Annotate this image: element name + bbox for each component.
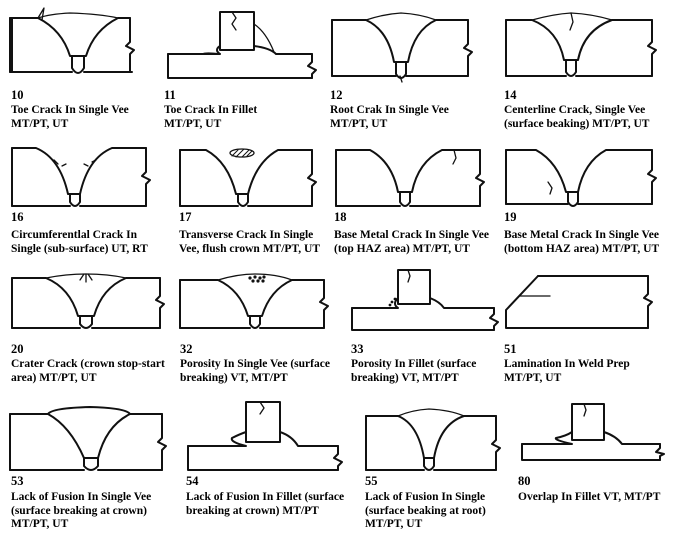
lack-of-fusion-fillet-drawing xyxy=(187,401,343,471)
caption-line: Toe Crack In Single Vee xyxy=(11,104,129,116)
diagram-number: 55 xyxy=(365,474,378,488)
diagram-number: 12 xyxy=(330,88,343,102)
base-metal-crack-bottom-haz-drawing xyxy=(505,149,657,207)
diagram-55: 55 Lack of Fusion In Single (surface bea… xyxy=(360,400,510,544)
diagram-54: 54 Lack of Fusion In Fillet (surface bre… xyxy=(184,400,354,544)
diagram-caption: Toe Crack In Single Vee MT/PT, UT xyxy=(11,104,129,131)
caption-line: (top HAZ area) MT/PT, UT xyxy=(334,242,470,255)
porosity-fillet-drawing xyxy=(351,269,499,331)
caption-line: Overlap In Fillet VT, MT/PT xyxy=(518,491,661,503)
caption-line: Lack of Fusion In Single xyxy=(365,491,486,503)
caption-line: Toe Crack In Fillet xyxy=(164,104,258,116)
diagram-number: 53 xyxy=(11,474,24,488)
caption-line: (bottom HAZ area) MT/PT, UT xyxy=(504,242,660,255)
lamination-weld-prep-drawing xyxy=(505,275,653,329)
lack-of-fusion-root-drawing xyxy=(365,408,501,471)
diagram-number: 16 xyxy=(11,210,24,224)
caption-line: area) MT/PT, UT xyxy=(11,371,97,384)
caption-line: Root Crak In Single Vee xyxy=(330,104,449,116)
caption-line: Single (sub-surface) UT, RT xyxy=(11,242,148,255)
caption-line: Lack of Fusion In Single Vee xyxy=(11,491,152,503)
crater-crack-drawing xyxy=(11,273,165,329)
caption-line: Centerline Crack, Single Vee xyxy=(504,104,646,116)
caption-line: breaking) VT, MT/PT xyxy=(351,371,459,384)
caption-line: MT/PT, UT xyxy=(164,117,222,130)
diagram-number: 18 xyxy=(334,210,347,224)
caption-line: Porosity In Fillet (surface xyxy=(351,358,477,370)
diagram-caption: Porosity In Fillet (surface breaking) VT… xyxy=(351,358,476,385)
diagram-number: 32 xyxy=(180,342,193,356)
circumferential-crack-drawing xyxy=(11,147,151,207)
diagram-caption: Lack of Fusion In Single (surface beakin… xyxy=(365,491,486,532)
diagram-caption: Circumferentlal Crack In Single (sub-sur… xyxy=(11,229,148,256)
toe-crack-fillet-drawing xyxy=(167,11,317,79)
diagram-caption: Crater Crack (crown stop-start area) MT/… xyxy=(11,358,165,385)
caption-line: Circumferentlal Crack In xyxy=(11,229,138,241)
caption-line: Lamination In Weld Prep xyxy=(504,358,630,370)
diagram-caption: Lack of Fusion In Single Vee (surface br… xyxy=(11,491,151,532)
diagram-caption: Root Crak In Single Vee MT/PT, UT xyxy=(330,104,449,131)
diagram-19: 19 Base Metal Crack In Single Vee (botto… xyxy=(502,140,673,270)
diagram-number: 51 xyxy=(504,342,517,356)
diagram-number: 14 xyxy=(504,88,517,102)
caption-line: Porosity In Single Vee (surface xyxy=(180,358,330,370)
caption-line: MT/PT, UT xyxy=(11,117,69,130)
diagram-11: 11 Toe Crack In Fillet MT/PT, UT xyxy=(162,0,330,138)
base-metal-crack-top-haz-drawing xyxy=(335,149,485,207)
diagram-33: 33 Porosity In Fillet (surface breaking)… xyxy=(344,262,504,400)
diagram-number: 10 xyxy=(11,88,24,102)
caption-line: Transverse Crack In Single xyxy=(179,229,314,241)
diagram-caption: Lamination In Weld Prep MT/PT, UT xyxy=(504,358,630,385)
diagram-10: 10 Toe Crack In Single Vee MT/PT, UT xyxy=(0,0,168,138)
caption-line: breaking) VT, MT/PT xyxy=(180,371,288,384)
caption-line: MT/PT, UT xyxy=(504,371,562,384)
caption-line: Base Metal Crack In Single Vee xyxy=(504,229,659,241)
diagram-18: 18 Base Metal Crack In Single Vee (top H… xyxy=(330,140,500,270)
diagram-80: 80 Overlap In Fillet VT, MT/PT xyxy=(514,400,673,544)
diagram-caption: Overlap In Fillet VT, MT/PT xyxy=(518,491,660,505)
transverse-crack-drawing xyxy=(179,148,317,207)
caption-line: MT/PT, UT xyxy=(330,117,388,130)
diagram-caption: Base Metal Crack In Single Vee (top HAZ … xyxy=(334,229,489,256)
diagram-12: 12 Root Crak In Single Vee MT/PT, UT xyxy=(328,0,496,138)
diagram-16: 16 Circumferentlal Crack In Single (sub-… xyxy=(0,140,168,270)
caption-line: MT/PT, UT xyxy=(11,518,69,530)
root-crack-single-vee-drawing xyxy=(331,12,473,83)
diagram-number: 33 xyxy=(351,342,364,356)
diagram-caption: Centerline Crack, Single Vee (surface be… xyxy=(504,104,649,131)
toe-crack-single-vee-drawing xyxy=(9,7,135,74)
overlap-fillet-drawing xyxy=(521,403,665,461)
diagram-caption: Transverse Crack In Single Vee, flush cr… xyxy=(179,229,320,256)
diagram-number: 17 xyxy=(179,210,192,224)
caption-line: Base Metal Crack In Single Vee xyxy=(334,229,489,241)
caption-line: (surface beaking) MT/PT, UT xyxy=(504,117,650,130)
caption-line: (surface breaking at crown) xyxy=(11,504,147,517)
caption-line: (surface beaking at root) xyxy=(365,504,486,517)
caption-line: MT/PT, UT xyxy=(365,518,423,530)
caption-line: Vee, flush crown MT/PT, UT xyxy=(179,242,320,255)
diagram-caption: Lack of Fusion In Fillet (surface breaki… xyxy=(186,491,344,518)
diagram-number: 19 xyxy=(504,210,517,224)
caption-line: breaking at crown) MT/PT xyxy=(186,504,319,517)
lack-of-fusion-single-vee-drawing xyxy=(9,406,167,471)
centerline-crack-single-vee-drawing xyxy=(505,12,657,77)
diagram-51: 51 Lamination In Weld Prep MT/PT, UT xyxy=(502,270,673,400)
caption-line: Lack of Fusion In Fillet (surface xyxy=(186,491,345,503)
diagram-caption: Porosity In Single Vee (surface breaking… xyxy=(180,358,330,385)
diagram-number: 54 xyxy=(186,474,199,488)
diagram-14: 14 Centerline Crack, Single Vee (surface… xyxy=(502,0,673,138)
diagram-number: 11 xyxy=(164,88,176,102)
porosity-single-vee-drawing xyxy=(179,273,329,329)
diagram-number: 80 xyxy=(518,474,531,488)
diagram-caption: Base Metal Crack In Single Vee (bottom H… xyxy=(504,229,659,256)
diagram-number: 20 xyxy=(11,342,24,356)
diagram-53: 53 Lack of Fusion In Single Vee (surface… xyxy=(0,400,178,544)
diagram-caption: Toe Crack In Fillet MT/PT, UT xyxy=(164,104,257,131)
diagram-20: 20 Crater Crack (crown stop-start area) … xyxy=(0,270,172,400)
diagram-32: 32 Porosity In Single Vee (surface break… xyxy=(178,270,344,400)
caption-line: Crater Crack (crown stop-start xyxy=(11,358,165,370)
diagram-17: 17 Transverse Crack In Single Vee, flush… xyxy=(176,140,336,270)
